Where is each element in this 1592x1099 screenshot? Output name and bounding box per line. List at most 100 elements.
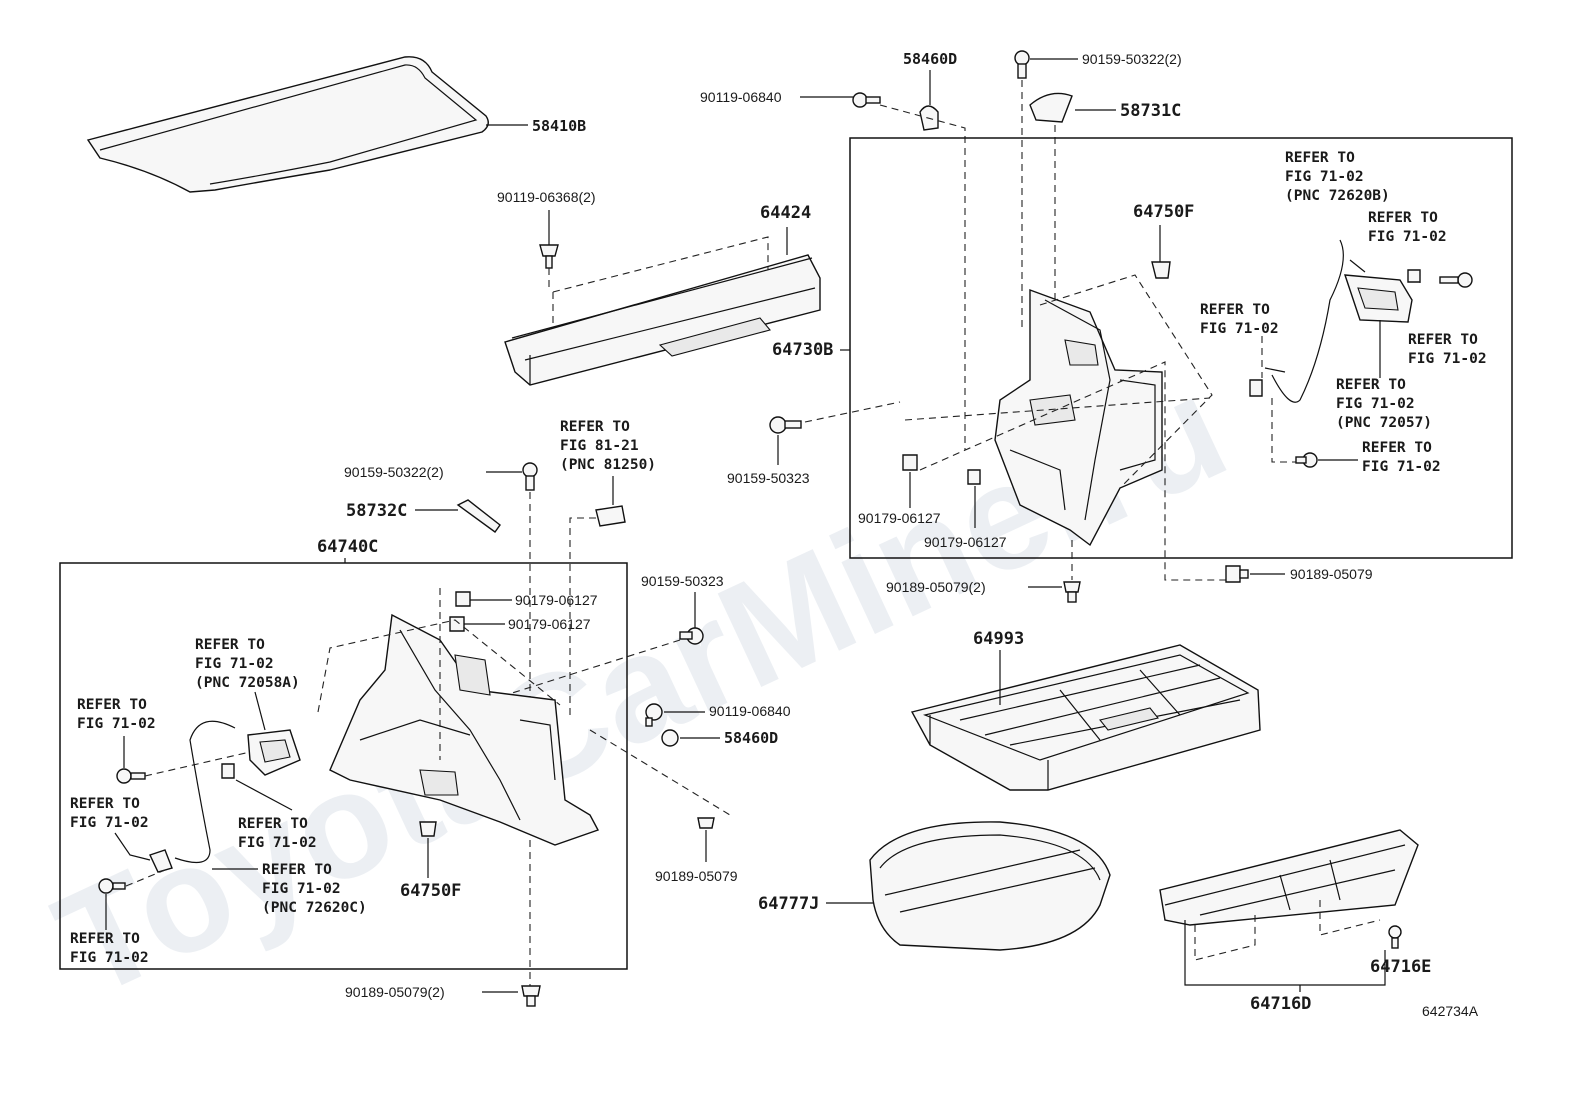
svg-text:FIG 71-02: FIG 71-02: [70, 950, 149, 966]
label-90189-05079-2-bottom: 90189-05079(2): [345, 984, 445, 1000]
label-58410b: 58410B: [532, 117, 586, 135]
svg-text:REFER TO: REFER TO: [262, 862, 332, 878]
dash-64740c-c: [589, 729, 731, 816]
clip-90179-06127-b: [967, 469, 981, 485]
leader-r8: [254, 691, 266, 731]
refer-r3: REFER TO FIG 71-02: [1200, 302, 1279, 337]
bolt-r13: [98, 878, 126, 894]
label-64993: 64993: [973, 629, 1024, 649]
svg-text:REFER TO: REFER TO: [238, 816, 308, 832]
deck-tray-64993: [910, 644, 1261, 791]
label-90119-06840-top: 90119-06840: [700, 89, 782, 105]
label-90189-05079-left: 90189-05079: [655, 868, 738, 884]
clip-90189-05079-left: [697, 817, 715, 829]
clip-90189-05079-right: [1225, 565, 1249, 583]
label-58460d-left: 58460D: [724, 729, 778, 747]
label-58732c: 58732C: [346, 501, 407, 521]
label-90159-50322-top: 90159-50322(2): [1082, 51, 1182, 67]
quarter-trim-panel-64740c: [329, 613, 600, 846]
svg-text:FIG 71-02: FIG 71-02: [1336, 396, 1415, 412]
refer-r7: REFER TO FIG 81-21 (PNC 81250): [560, 419, 656, 473]
svg-text:FIG 71-02: FIG 71-02: [70, 815, 149, 831]
refer-r4: REFER TO FIG 71-02: [1408, 332, 1487, 367]
refer-r10: REFER TO FIG 71-02: [238, 816, 317, 851]
svg-text:REFER TO: REFER TO: [77, 697, 147, 713]
clip-64750f-left: [419, 821, 437, 837]
svg-text:FIG 71-02: FIG 71-02: [195, 656, 274, 672]
label-64750f-left: 64750F: [400, 881, 461, 901]
bolt-r9: [116, 768, 146, 784]
cable-assembly-right: [1249, 239, 1473, 468]
socket-81250: [595, 505, 626, 527]
refer-r1: REFER TO FIG 71-02 (PNC 72620B): [1285, 150, 1390, 204]
svg-text:FIG 81-21: FIG 81-21: [560, 438, 639, 454]
assembly-box-64740c: [59, 562, 628, 970]
dash-90159-50323-mid: [804, 401, 901, 423]
svg-text:REFER TO: REFER TO: [1362, 440, 1432, 456]
dash-90159-50323-left: [489, 639, 681, 701]
svg-text:REFER TO: REFER TO: [1368, 210, 1438, 226]
cap-58731c: [1029, 92, 1073, 123]
label-90189-05079-right: 90189-05079: [1290, 566, 1373, 582]
label-90179-06127-a: 90179-06127: [858, 510, 941, 526]
label-64716e: 64716E: [1370, 957, 1431, 977]
refer-r9: REFER TO FIG 71-02: [77, 697, 156, 732]
svg-text:REFER TO: REFER TO: [560, 419, 630, 435]
screw-90159-50323-mid: [769, 416, 802, 434]
refer-r11: REFER TO FIG 71-02: [70, 796, 149, 831]
refer-r2: REFER TO FIG 71-02: [1368, 210, 1447, 245]
label-64716d: 64716D: [1250, 994, 1311, 1014]
svg-text:(PNC 81250): (PNC 81250): [560, 457, 656, 473]
svg-text:FIG 71-02: FIG 71-02: [1362, 459, 1441, 475]
label-90179-06127-d: 90179-06127: [508, 616, 591, 632]
quarter-trim-panel-64730b: [994, 288, 1163, 547]
label-90189-05079-2-top: 90189-05079(2): [886, 579, 986, 595]
svg-text:(PNC 72620B): (PNC 72620B): [1285, 188, 1390, 204]
dash-64730b-a: [1039, 274, 1213, 489]
clip-90179-06127-d: [449, 616, 465, 632]
refer-r8: REFER TO FIG 71-02 (PNC 72058A): [195, 637, 300, 691]
refer-r12: REFER TO FIG 71-02 (PNC 72620C): [262, 862, 367, 916]
assembly-box-64730b: [849, 137, 1513, 559]
label-64730b: 64730B: [772, 340, 833, 360]
label-90159-50323-left: 90159-50323: [641, 573, 724, 589]
svg-text:FIG 71-02: FIG 71-02: [1200, 321, 1279, 337]
label-90159-50323-mid: 90159-50323: [727, 470, 810, 486]
clip-90189-05079-2-top: [1063, 581, 1081, 603]
bolt-90119-06840-top: [852, 92, 881, 108]
label-58731c: 58731C: [1120, 101, 1181, 121]
svg-text:REFER TO: REFER TO: [1408, 332, 1478, 348]
dash-r7: [569, 517, 596, 720]
svg-text:FIG 71-02: FIG 71-02: [1368, 229, 1447, 245]
dash-64730b-c: [904, 397, 1211, 421]
sill-plate-64716d: [1159, 829, 1419, 986]
handle-72058a: [247, 729, 301, 776]
dash-58460d-top: [879, 104, 966, 450]
grommet-58460d-left: [661, 729, 679, 747]
svg-text:REFER TO: REFER TO: [70, 931, 140, 947]
svg-text:(PNC 72620C): (PNC 72620C): [262, 900, 367, 916]
svg-text:REFER TO: REFER TO: [1200, 302, 1270, 318]
label-64750f-top: 64750F: [1133, 202, 1194, 222]
svg-text:(PNC 72058A): (PNC 72058A): [195, 675, 300, 691]
label-90119-06840-left: 90119-06840: [709, 703, 791, 719]
label-90119-06368: 90119-06368(2): [497, 189, 596, 205]
clip-90179-06127-a: [902, 454, 918, 471]
package-tray-panel-64424: [504, 227, 821, 386]
clip-90179-06127-c: [455, 591, 471, 607]
dash-64730b-b: [919, 361, 1230, 581]
tonneau-cover-58410b: [86, 56, 528, 193]
bracket-58732c: [456, 499, 501, 533]
clip-90119-06368: [539, 210, 559, 292]
svg-text:REFER TO: REFER TO: [1285, 150, 1355, 166]
label-90159-50322-left: 90159-50322(2): [344, 464, 444, 480]
clip-64716e: [1388, 925, 1402, 949]
label-58460d-top: 58460D: [903, 50, 957, 68]
label-90179-06127-b: 90179-06127: [924, 534, 1007, 550]
cable-assembly-left: [149, 720, 236, 873]
figure-code: 642734A: [1422, 1003, 1479, 1019]
screw-90159-50323-left: [679, 627, 704, 645]
svg-text:REFER TO: REFER TO: [70, 796, 140, 812]
clip-90189-05079-2-bottom: [521, 985, 541, 1007]
dash-r9: [144, 751, 251, 777]
